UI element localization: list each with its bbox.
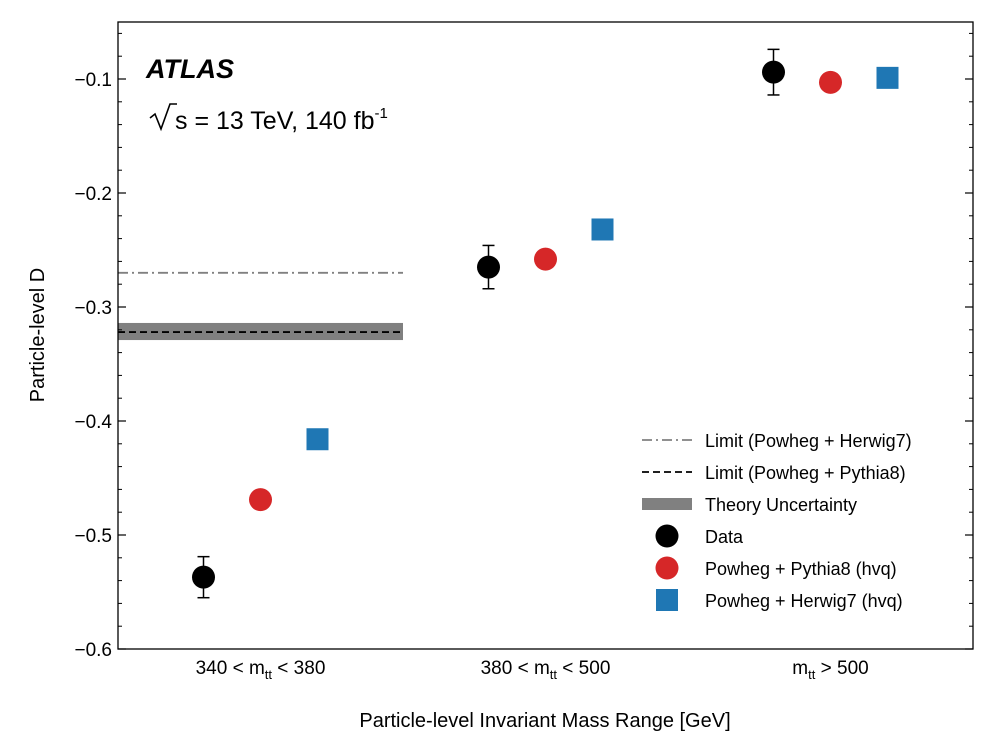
y-axis-label: Particle-level D [27, 268, 49, 402]
energy-label: s = 13 TeV, 140 fb-1 [149, 103, 388, 135]
x-tick-label: 380 < mtt < 500 [481, 658, 611, 682]
atlas-label: ATLAS [145, 54, 234, 84]
y-tick-label: −0.5 [74, 526, 112, 547]
marker-circle-0-2 [762, 60, 785, 84]
y-tick-label: −0.2 [74, 184, 112, 205]
legend-circle-symbol [655, 524, 679, 548]
energy-label-sup: -1 [374, 105, 387, 122]
limit-lines-layer [118, 271, 403, 333]
x-tick-labels: 340 < mtt < 380 380 < mtt < 500 mtt > 500 [196, 658, 869, 682]
y-tick-label: −0.3 [74, 298, 112, 319]
y-tick-label: −0.6 [74, 640, 112, 661]
marker-circle-1-2 [819, 70, 842, 94]
legend-square-symbol [656, 589, 678, 611]
sqrt-symbol-icon [149, 103, 177, 132]
x-tick-label: 340 < mtt < 380 [196, 658, 326, 682]
marker-square-2-1 [591, 218, 614, 241]
legend-band-symbol [642, 498, 692, 510]
data-markers-layer [192, 48, 899, 599]
legend-label: Limit (Powheg + Pythia8) [705, 463, 906, 483]
axis-ticks-layer [118, 32, 973, 650]
legend-label: Data [705, 527, 744, 547]
marker-circle-0-0 [192, 565, 215, 589]
marker-square-2-0 [306, 428, 329, 451]
x-axis-label: Particle-level Invariant Mass Range [GeV… [359, 710, 730, 732]
legend-label: Limit (Powheg + Herwig7) [705, 431, 912, 451]
energy-label-main: s = 13 TeV, 140 fb [175, 107, 374, 135]
legend-circle-symbol [655, 556, 679, 580]
theory-band [118, 322, 403, 341]
legend-label: Powheg + Pythia8 (hvq) [705, 559, 897, 579]
legend-label: Theory Uncertainty [705, 495, 857, 515]
legend: Limit (Powheg + Herwig7) Limit (Powheg + … [642, 431, 912, 611]
theory-band-layer [118, 322, 403, 341]
energy-label-text: s = 13 TeV, 140 fb-1 [175, 105, 388, 135]
marker-circle-1-0 [249, 488, 272, 512]
legend-label: Powheg + Herwig7 (hvq) [705, 591, 903, 611]
marker-circle-1-1 [534, 247, 557, 271]
x-tick-label: mtt > 500 [792, 658, 868, 682]
marker-square-2-2 [876, 66, 899, 89]
y-tick-label: −0.1 [74, 70, 112, 91]
y-tick-labels: −0.6 −0.5 −0.4 −0.3 −0.2 −0.1 [74, 70, 112, 661]
marker-circle-0-1 [477, 255, 500, 279]
y-tick-label: −0.4 [74, 412, 112, 433]
plot-frame [117, 21, 974, 650]
